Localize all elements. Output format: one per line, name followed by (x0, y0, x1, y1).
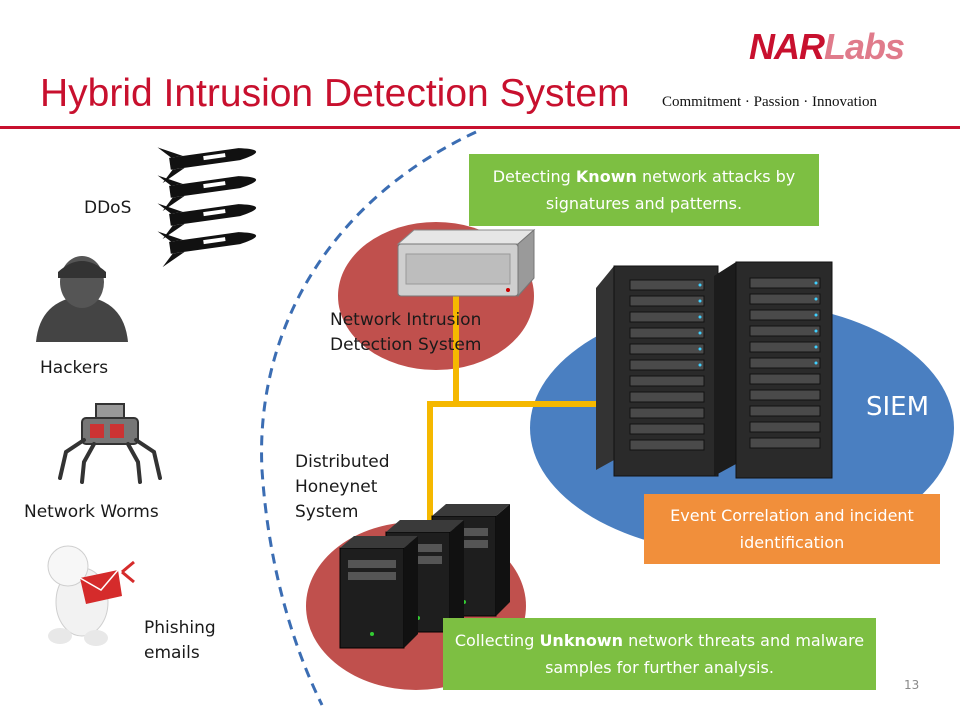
honeynet-label: Distributed Honeynet System (295, 450, 390, 525)
phishing-label-line2: emails (144, 643, 200, 663)
honeynet-label-line2: Honeynet (295, 477, 378, 497)
unknown-callout-pre: Collecting (454, 631, 540, 650)
logo-nar-text: NAR (748, 26, 825, 67)
network-worm-robot-icon (58, 403, 162, 484)
correlation-callout-text: Event Correlation and incident identific… (670, 506, 914, 552)
title-divider (0, 126, 960, 129)
known-callout-post: network attacks by signatures and patter… (545, 167, 796, 213)
honeynet-label-line1: Distributed (295, 452, 390, 472)
logo-labs-text: Labs (823, 26, 905, 67)
nids-label: Network Intrusion Detection System (330, 308, 481, 358)
phishing-figure-icon (47, 545, 135, 646)
siem-label: SIEM (866, 392, 930, 422)
phishing-emails-label: Phishing emails (144, 616, 216, 666)
network-links (427, 285, 613, 533)
nids-label-line1: Network Intrusion (330, 310, 482, 330)
event-correlation-callout: Event Correlation and incident identific… (644, 494, 940, 564)
honeynet-label-line3: System (295, 502, 359, 522)
siem-server-racks-icon (596, 261, 833, 479)
ddos-label: DDoS (84, 198, 132, 218)
known-callout-bold: Known (575, 167, 637, 186)
nids-label-line2: Detection System (330, 335, 482, 355)
page-number: 13 (904, 678, 920, 692)
unknown-callout-post: network threats and malware samples for … (545, 631, 865, 677)
narlabs-logo: NARLabs (748, 26, 905, 68)
network-boundary-dashed-line (260, 130, 477, 706)
hacker-silhouette-icon (36, 256, 128, 342)
honeynet-tower-servers-icon (339, 504, 510, 649)
network-worms-label: Network Worms (24, 502, 159, 522)
unknown-threats-callout: Collecting Unknown network threats and m… (443, 618, 876, 690)
ddos-missiles-icon (157, 147, 257, 268)
known-attacks-callout: Detecting Known network attacks by signa… (469, 154, 819, 226)
phishing-label-line1: Phishing (144, 618, 216, 638)
nids-server-icon (396, 228, 536, 298)
slide-title: Hybrid Intrusion Detection System (40, 72, 630, 115)
known-callout-pre: Detecting (492, 167, 576, 186)
hackers-label: Hackers (40, 358, 109, 378)
unknown-callout-bold: Unknown (539, 631, 624, 650)
logo-tagline: Commitment · Passion · Innovation (662, 94, 877, 110)
